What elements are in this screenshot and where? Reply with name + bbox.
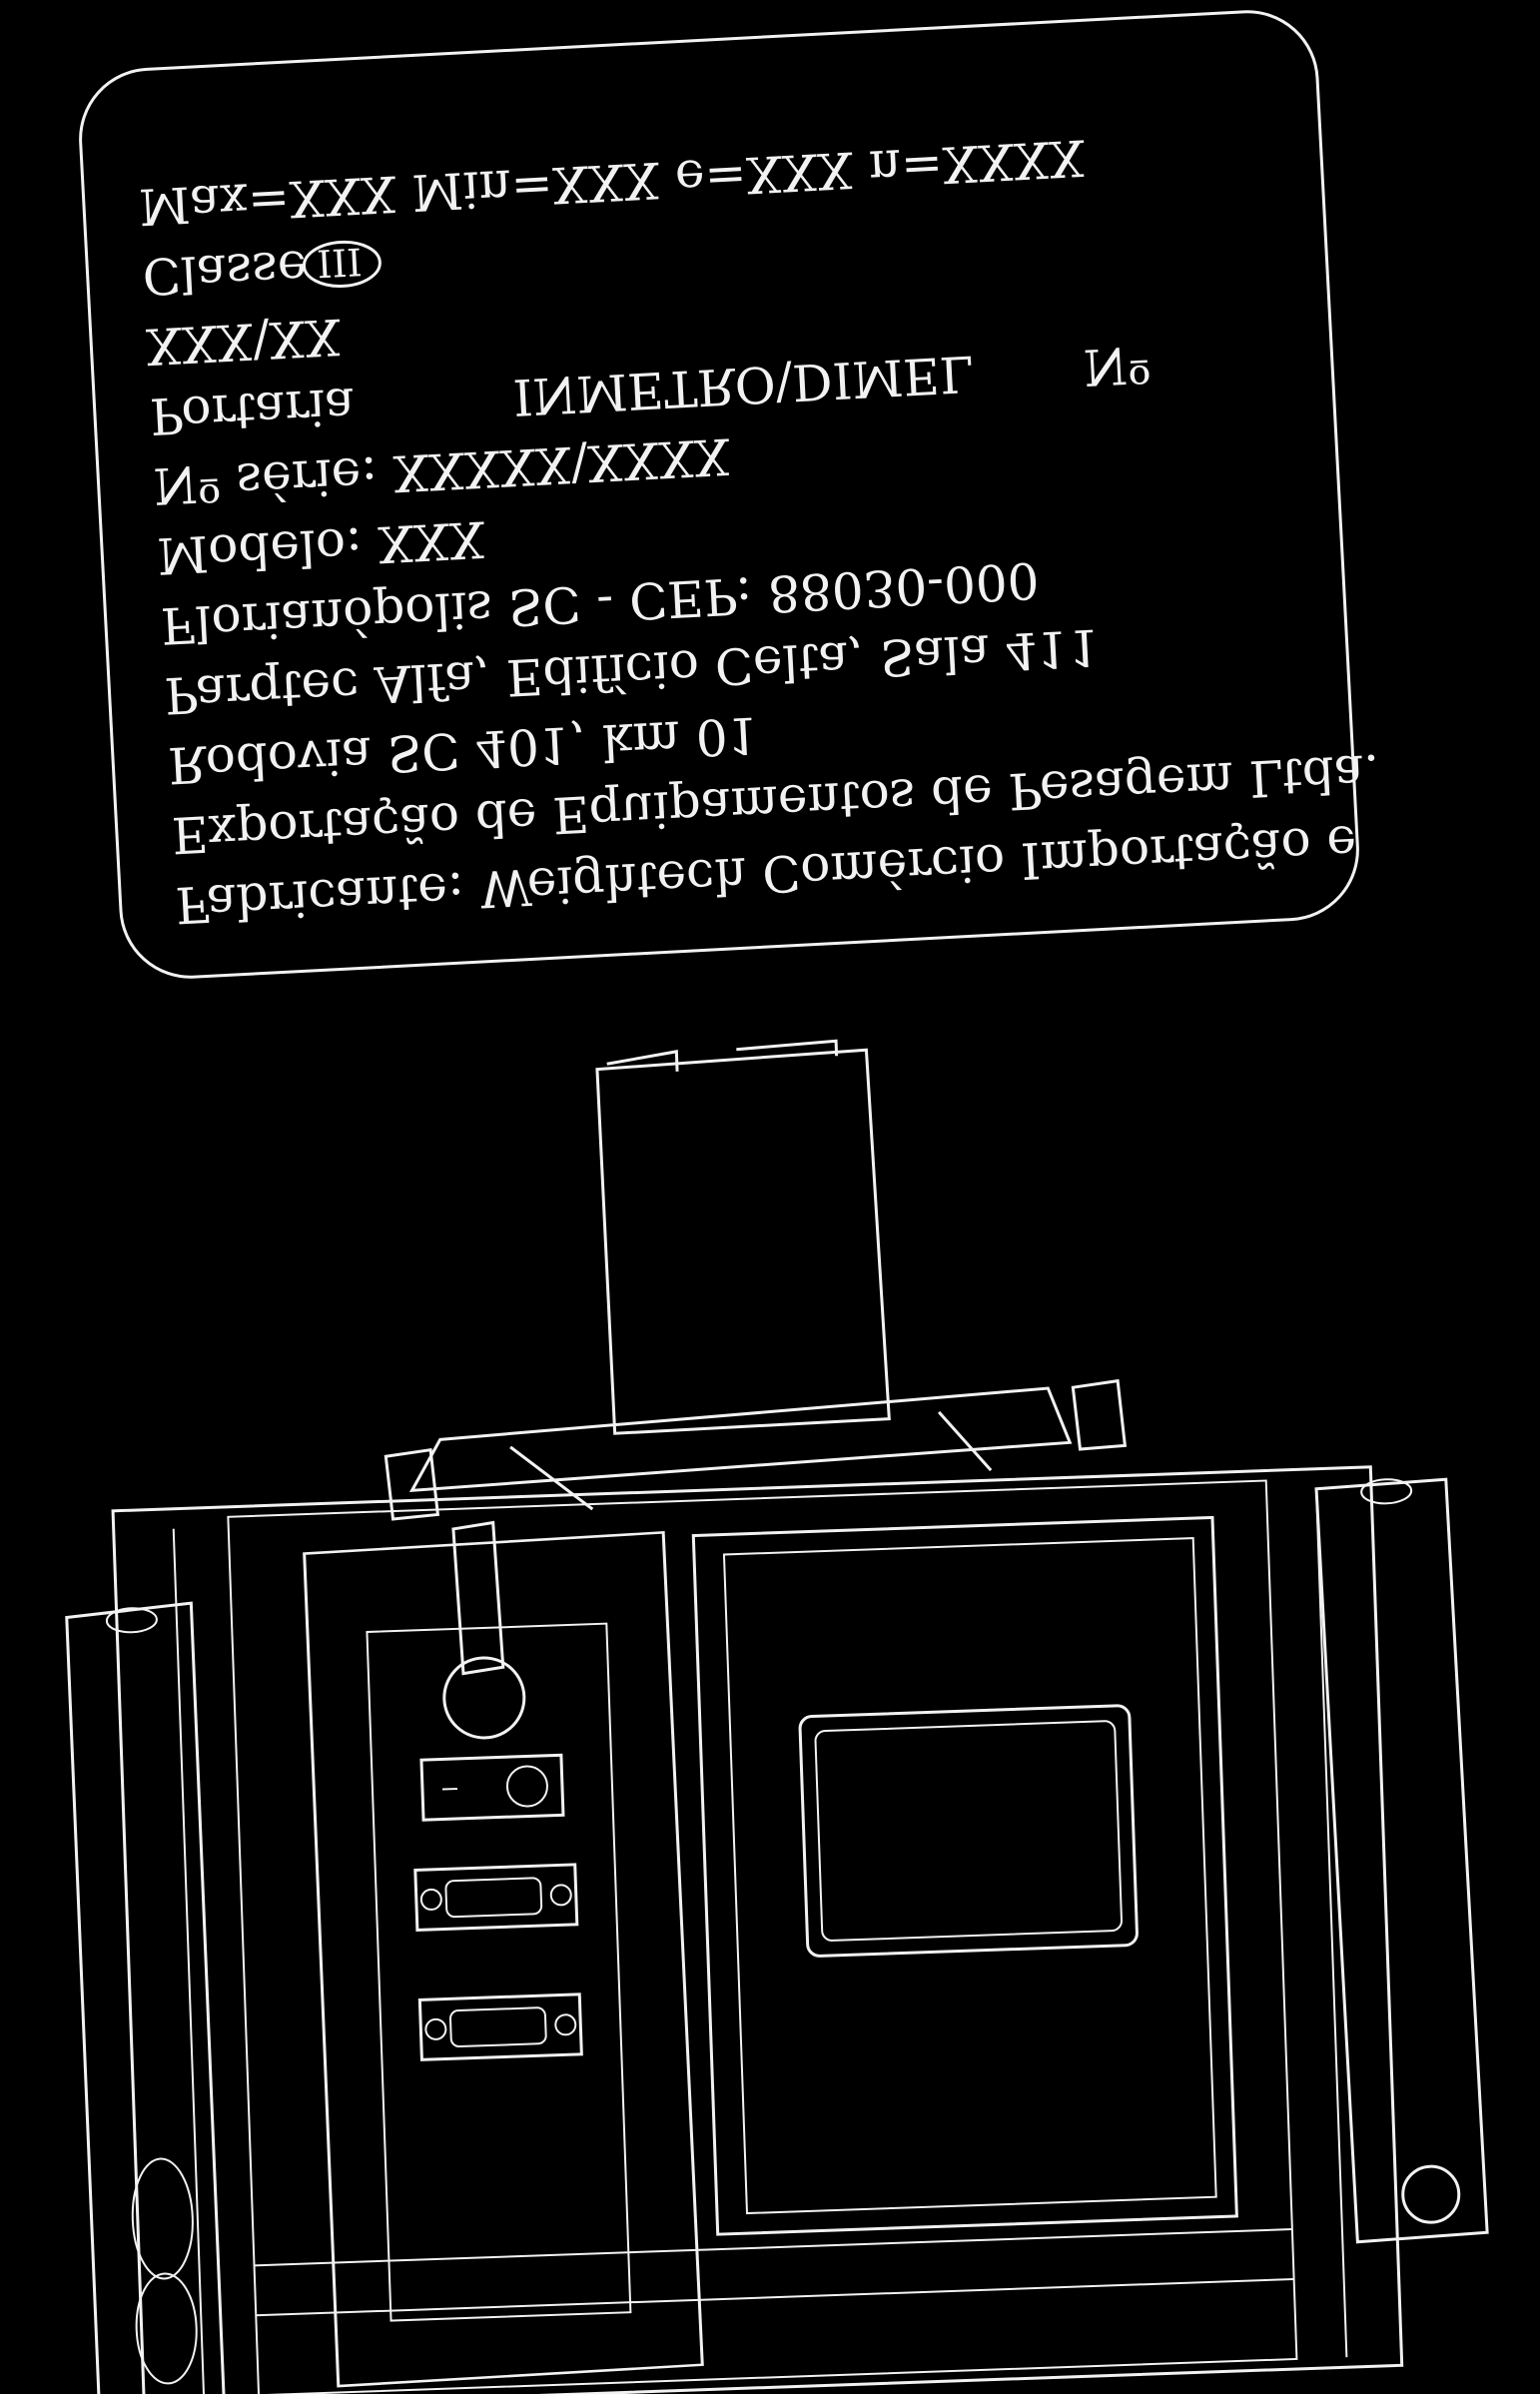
mounting-post	[595, 1039, 891, 1435]
plate-line-2: Classe	[141, 239, 309, 306]
main-body	[111, 1465, 1404, 2394]
plate-border	[79, 10, 1359, 979]
serial-port-1	[413, 1863, 579, 1932]
top-bracket	[384, 1378, 1128, 1521]
display-panel	[691, 1515, 1238, 2236]
plate-line-3: XXX\XX	[145, 308, 343, 376]
serial-port-2	[417, 1993, 583, 2061]
connector-panel	[303, 1520, 704, 2388]
identification-plate: Max=XXX Min=XXX e=XXX n=XXXX Classe III …	[79, 10, 1381, 979]
power-switch	[419, 1753, 565, 1822]
left-handle	[65, 1601, 226, 2394]
class-symbol	[302, 240, 382, 289]
device-drawing	[65, 1039, 1489, 2394]
right-handle	[1314, 1477, 1489, 2244]
plate-line-6: Modelo: XXX	[156, 509, 487, 584]
display-window	[798, 1704, 1139, 1958]
plate-line-1: Max=XXX Min=XXX e=XXX n=XXXX	[138, 128, 1088, 236]
cable-gland	[442, 1656, 526, 1740]
class-symbol-text: III	[316, 239, 363, 285]
